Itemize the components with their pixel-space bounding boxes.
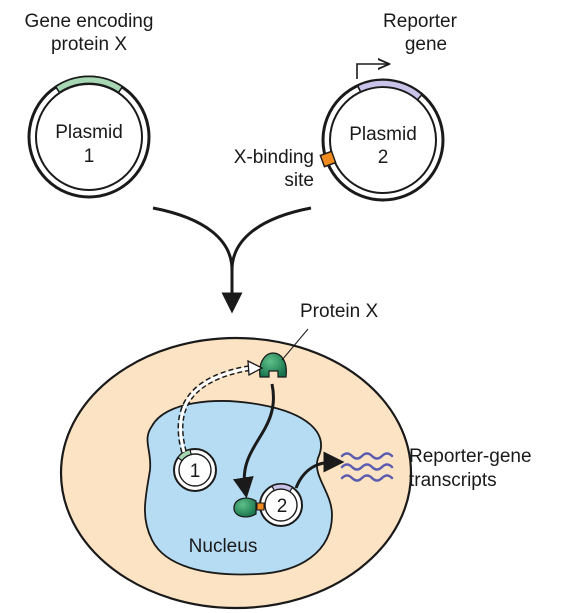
transcripts-label: Reporter-gene bbox=[409, 446, 532, 467]
gene-encoding-label-line2: protein X bbox=[51, 34, 127, 55]
expression-dashed-arrow bbox=[177, 359, 264, 453]
reporter-label: Reporter bbox=[383, 11, 458, 32]
small-plasmid-1 bbox=[173, 448, 217, 492]
bound-protein-x bbox=[233, 497, 257, 518]
plasmid-2 bbox=[319, 64, 445, 202]
protein-x-label: Protein X bbox=[300, 301, 378, 322]
protein-x-leader bbox=[281, 328, 309, 361]
plasmid-1 bbox=[27, 75, 151, 199]
reporter-gene-segment bbox=[356, 79, 424, 101]
import-arrow bbox=[232, 383, 275, 499]
small-plasmid-1-label: 1 bbox=[190, 461, 201, 482]
x-binding-site bbox=[319, 150, 337, 168]
x-binding-label: X-binding bbox=[234, 147, 314, 168]
cotransfection-arrow bbox=[152, 206, 312, 314]
plasmid1-label: Plasmid bbox=[55, 122, 123, 143]
transcripts-label-line2: transcripts bbox=[409, 470, 497, 491]
protein-x bbox=[259, 352, 287, 378]
plasmid2-number: 2 bbox=[378, 147, 389, 168]
small-plasmid-2-label: 2 bbox=[277, 496, 288, 517]
transcription-arrow bbox=[294, 451, 345, 489]
transcription-start-arrow bbox=[356, 64, 388, 79]
gene-x-segment bbox=[54, 75, 124, 94]
x-binding-label-line2: site bbox=[284, 170, 314, 191]
gene-encoding-label: Gene encoding bbox=[25, 11, 154, 32]
transcripts-icon bbox=[340, 452, 394, 482]
reporter-label-line2: gene bbox=[405, 34, 447, 55]
small-plasmid-2 bbox=[256, 483, 303, 527]
plasmid1-number: 1 bbox=[84, 146, 95, 167]
plasmid2-label: Plasmid bbox=[349, 124, 417, 145]
nucleus-label: Nucleus bbox=[189, 536, 258, 557]
